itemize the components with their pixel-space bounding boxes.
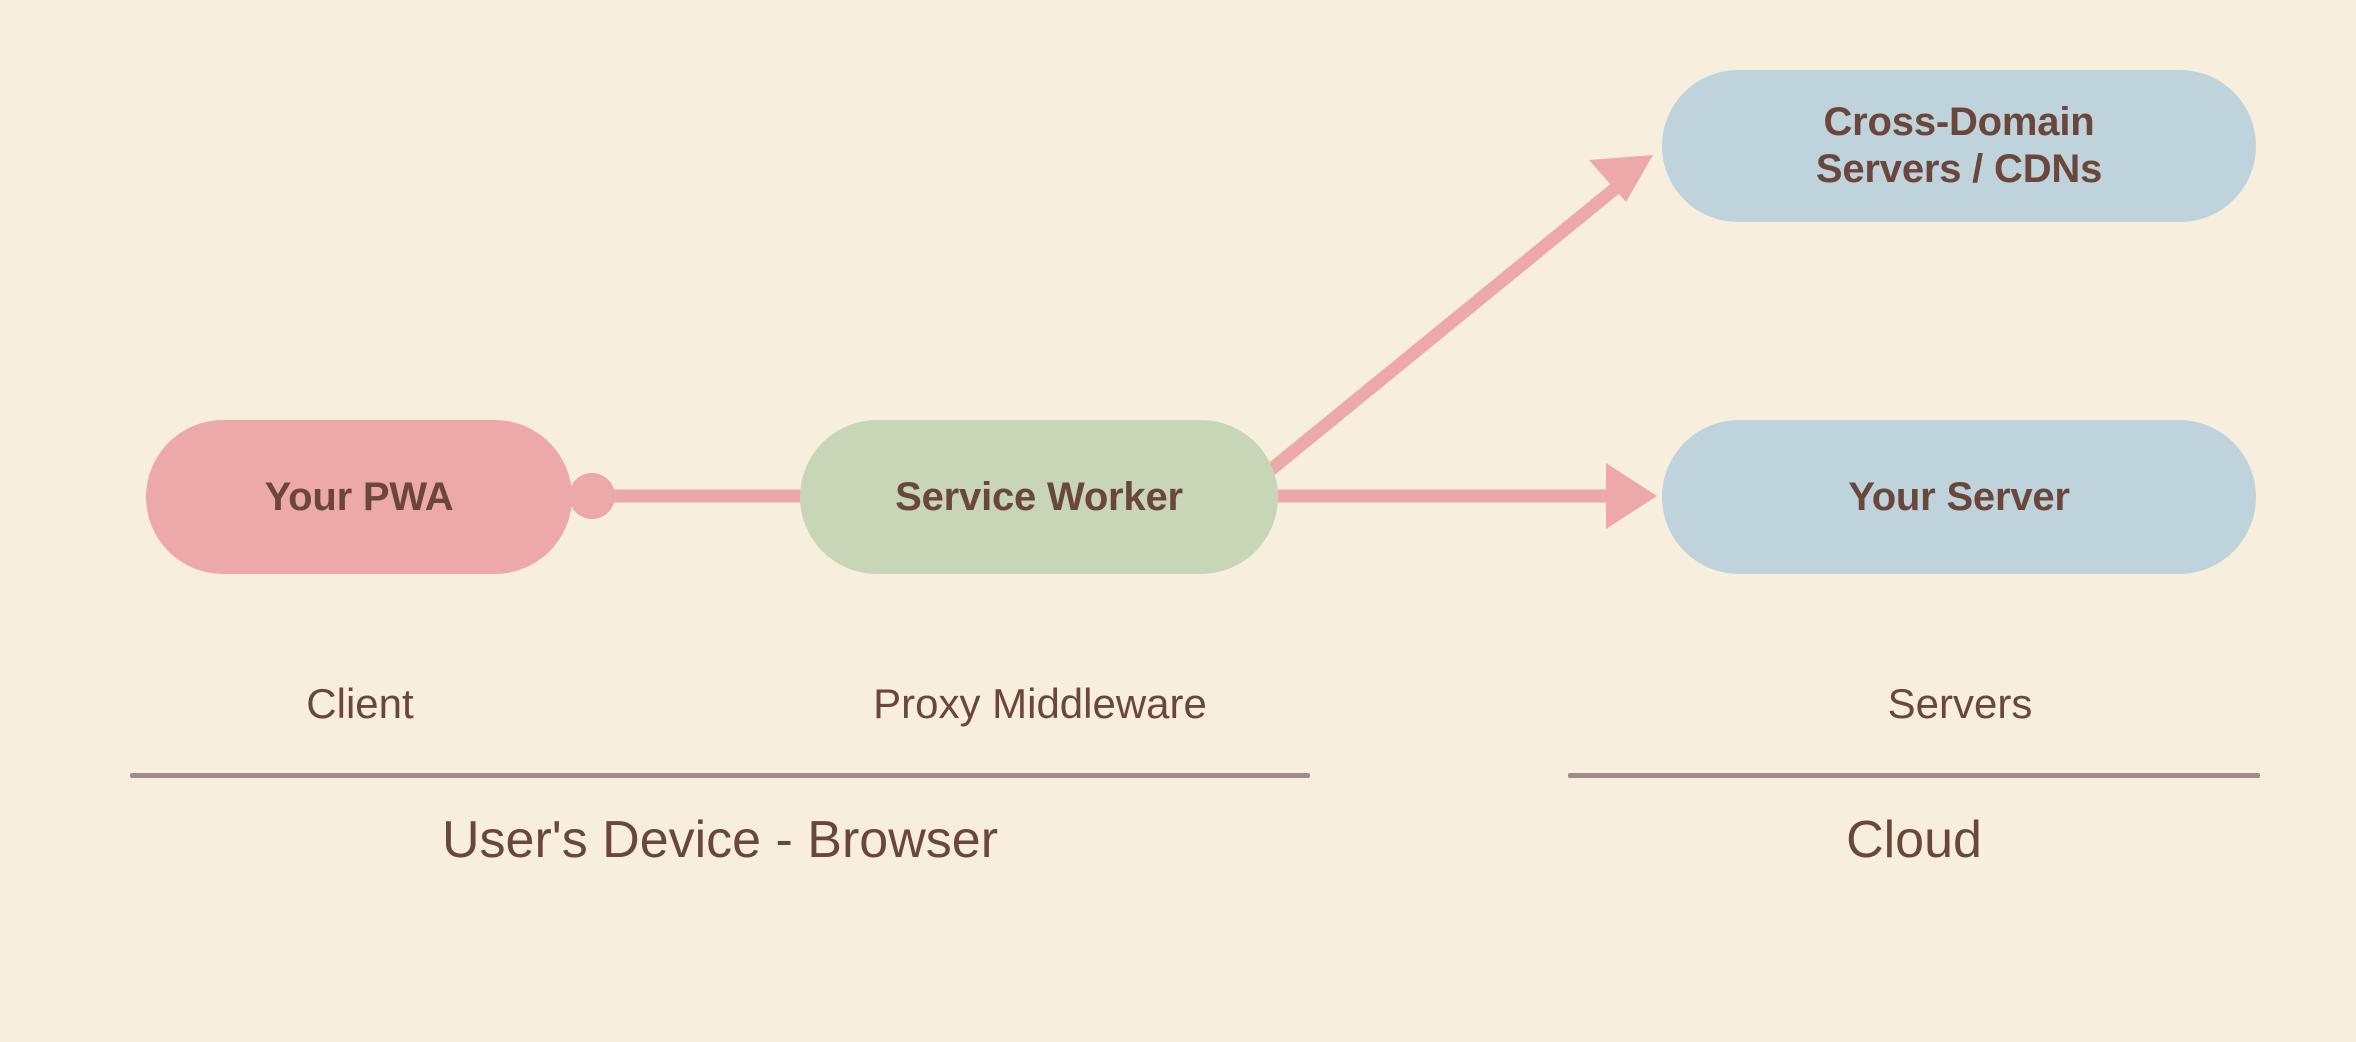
zone-title-cloud: Cloud xyxy=(1846,811,1982,869)
zone-title-users-device: User's Device - Browser xyxy=(441,811,999,869)
arrowhead-icon-cross-domain xyxy=(1589,155,1653,202)
edge-service-worker-to-cross-domain xyxy=(1263,155,1653,478)
edge-line-sw-cdn xyxy=(1263,172,1633,478)
zone-divider-left xyxy=(130,773,1310,778)
arrowhead-icon-your-server xyxy=(1606,463,1657,529)
edge-source-dot-icon xyxy=(569,473,615,519)
node-service-worker[interactable]: Service Worker xyxy=(800,420,1278,574)
node-your-server[interactable]: Your Server xyxy=(1662,420,2256,574)
node-your-pwa-label: Your PWA xyxy=(264,474,454,519)
edge-service-worker-to-your-server xyxy=(1270,463,1657,529)
zone-label-client: Client xyxy=(306,680,414,727)
node-your-pwa[interactable]: Your PWA xyxy=(146,420,572,574)
zone-divider-right xyxy=(1568,773,2260,778)
node-cross-domain-servers[interactable]: Cross-Domain Servers / CDNs xyxy=(1662,70,2256,222)
zone-label-proxy-middleware: Proxy Middleware xyxy=(873,680,1207,727)
node-cross-domain-label-line1: Cross-Domain xyxy=(1823,100,2095,145)
node-cross-domain-label-line2: Servers / CDNs xyxy=(1815,147,2103,191)
node-service-worker-label: Service Worker xyxy=(895,474,1183,519)
node-your-server-label: Your Server xyxy=(1848,474,2070,519)
zone-label-servers: Servers xyxy=(1887,680,2033,727)
